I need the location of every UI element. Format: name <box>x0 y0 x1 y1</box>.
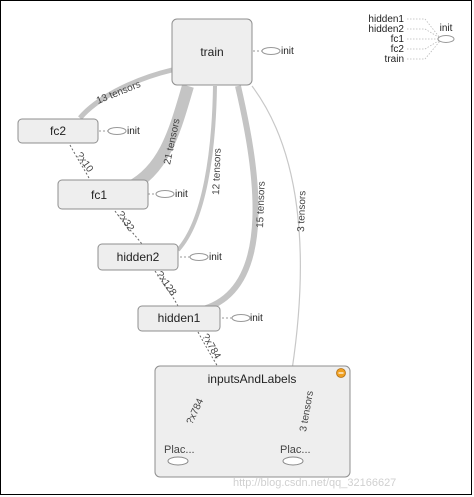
legend-item-fc1: fc1 <box>391 34 405 45</box>
edge-train-inputs <box>251 85 301 371</box>
node-label-hidden2: hidden2 <box>117 250 160 264</box>
init-node-hidden2[interactable] <box>189 253 209 261</box>
legend-init-node[interactable] <box>437 35 455 43</box>
node-fc1[interactable]: fc1 <box>57 179 149 210</box>
edge-label-fc2-fc1: ?x10 <box>74 150 96 174</box>
edge-label-train-hidden2: 12 tensors <box>211 148 224 195</box>
legend-item-hidden1: hidden1 <box>368 14 404 25</box>
legend-item-hidden2: hidden2 <box>368 24 404 35</box>
init-node-fc1[interactable] <box>155 190 175 198</box>
legend-line-hidden2 <box>407 28 441 39</box>
node-label-inputs-and-labels: inputsAndLabels <box>208 372 297 386</box>
node-hidden1[interactable]: hidden1 <box>137 305 221 332</box>
edge-label-train-fc2: 13 tensors <box>95 79 142 107</box>
legend-line-hidden1 <box>407 18 441 39</box>
init-label-fc2: init <box>127 126 140 137</box>
edge-train-hidden2 <box>176 85 217 252</box>
placeholder-label-2: Plac... <box>280 444 311 456</box>
edge-label-hidden2-hidden1: ?x128 <box>154 269 179 298</box>
edge-label-hidden1-inputs: ?x784 <box>199 332 222 361</box>
node-label-hidden1: hidden1 <box>158 311 201 325</box>
node-label-fc2: fc2 <box>50 124 66 138</box>
edge-hidden1-inputs <box>197 331 219 368</box>
init-label-hidden2: init <box>209 252 222 263</box>
edge-label-fc1-hidden2: ?x32 <box>115 209 137 233</box>
edge-label-train-hidden1: 15 tensors <box>255 181 268 228</box>
edge-train-fc2 <box>78 67 173 120</box>
init-node-hidden1[interactable] <box>231 314 251 322</box>
watermark-text: http://blog.csdn.net/qq_32166627 <box>233 477 396 489</box>
legend: hidden1 hidden2 fc1 fc2 train init <box>368 14 455 65</box>
init-label-fc1: init <box>175 189 188 200</box>
node-hidden2[interactable]: hidden2 <box>97 243 179 271</box>
edge-label-train-inputs: 3 tensors <box>296 191 308 232</box>
init-node-fc2[interactable] <box>107 127 127 135</box>
placeholder-node-2[interactable] <box>282 456 304 466</box>
legend-line-train <box>407 40 441 60</box>
node-fc2[interactable]: fc2 <box>17 118 99 144</box>
init-label-train: init <box>281 46 294 57</box>
init-label-hidden1: init <box>250 313 263 324</box>
placeholder-node-1[interactable] <box>167 456 189 466</box>
legend-item-fc2: fc2 <box>391 44 405 55</box>
init-node-train[interactable] <box>261 47 281 55</box>
node-label-fc1: fc1 <box>91 188 107 202</box>
edge-train-hidden1 <box>199 85 259 313</box>
node-label-train: train <box>200 45 223 59</box>
placeholder-label-1: Plac... <box>164 444 195 456</box>
legend-init-label: init <box>440 23 453 34</box>
node-train[interactable]: train <box>171 18 253 86</box>
legend-line-fc2 <box>407 39 441 50</box>
node-inputs-and-labels[interactable]: inputsAndLabels <box>154 365 351 478</box>
legend-item-train: train <box>385 54 404 65</box>
edge-fc2-fc1 <box>69 144 91 181</box>
edge-fc1-hidden2 <box>114 210 143 245</box>
